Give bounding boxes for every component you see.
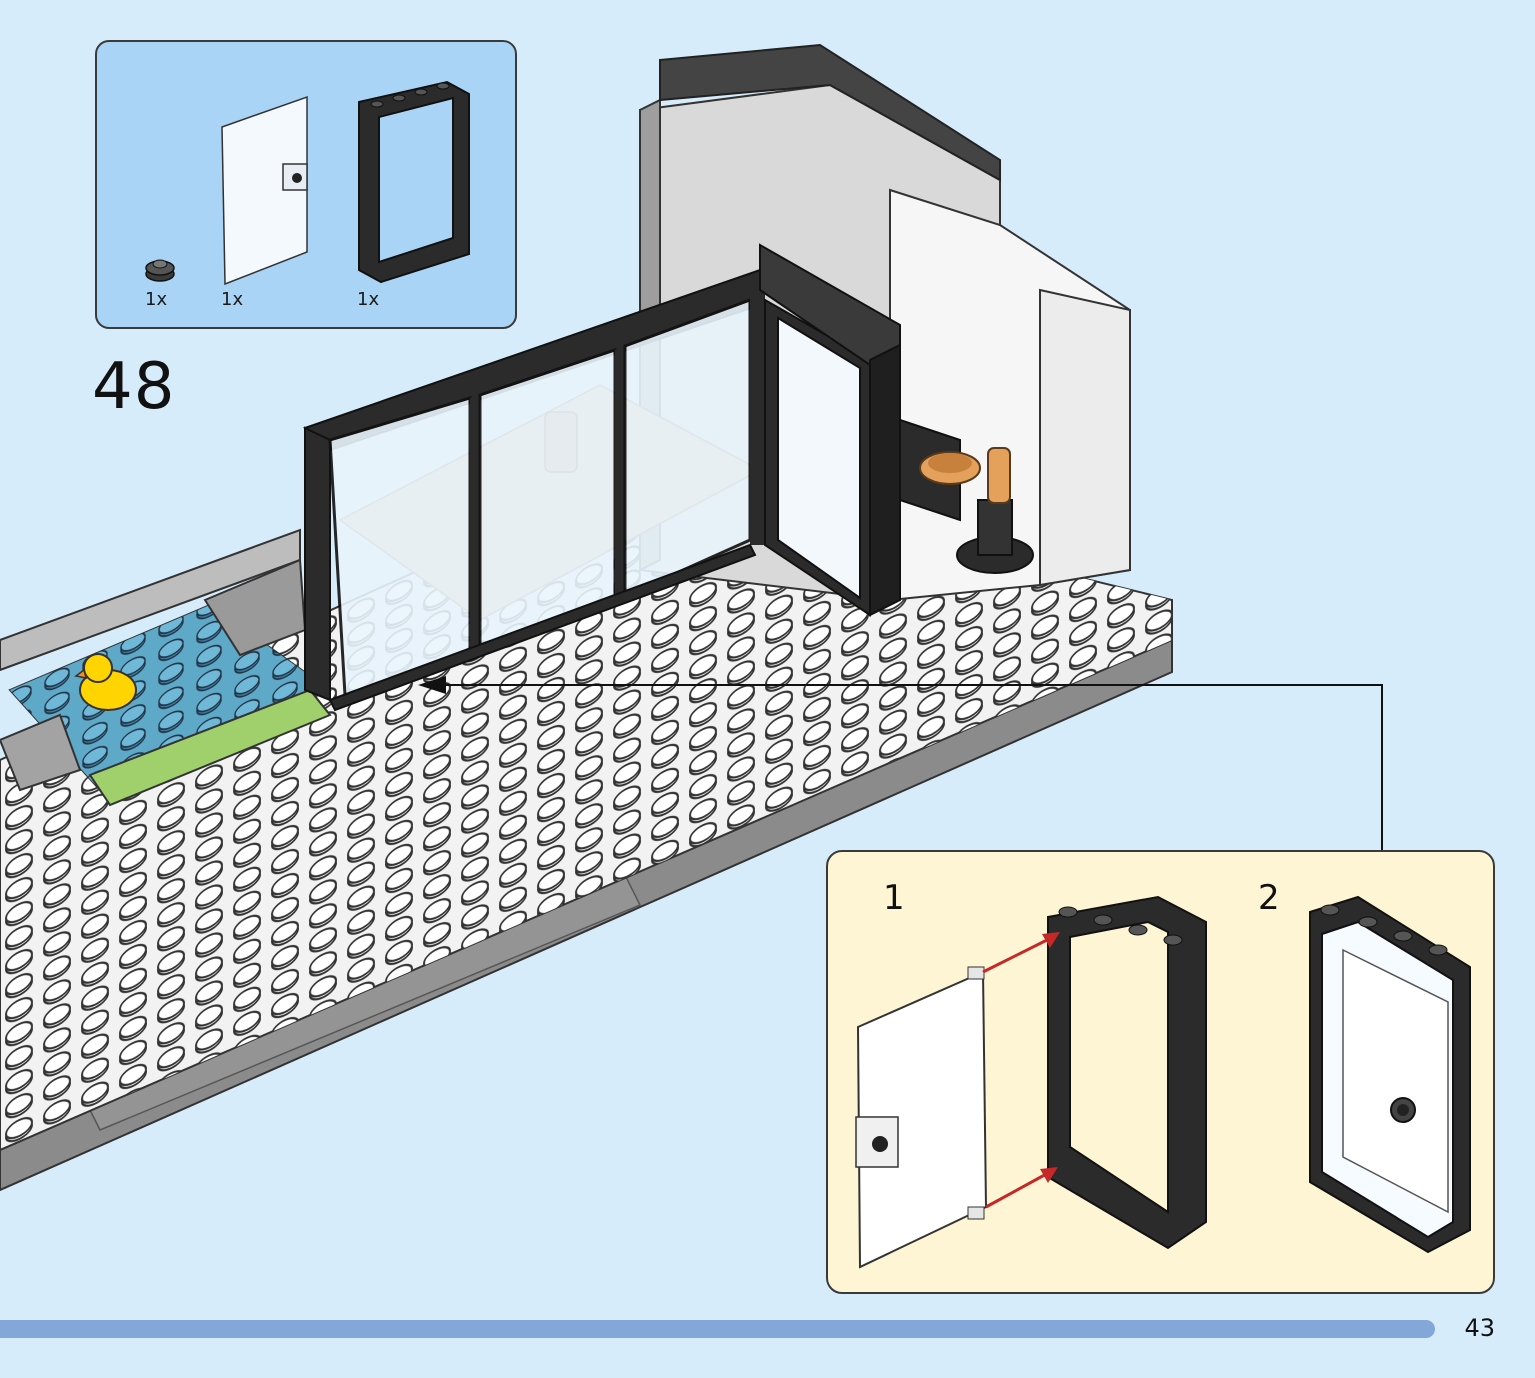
page-footer-bar xyxy=(0,1320,1435,1338)
substep-1-door-icon xyxy=(855,966,988,1269)
page-number: 43 xyxy=(1464,1314,1495,1342)
sink-figure xyxy=(899,418,1034,574)
substep-callout: 1 2 xyxy=(826,850,1495,1294)
part-qty-round-plate: 1x xyxy=(145,289,168,310)
parts-illustration xyxy=(145,80,470,286)
substep-1-number: 1 xyxy=(883,878,905,918)
step-number: 48 xyxy=(92,350,176,424)
part-qty-door: 1x xyxy=(221,289,244,310)
parts-callout: 1x 1x 1x xyxy=(95,40,517,329)
substep-2-number: 2 xyxy=(1258,878,1280,918)
assembly-arrow-icon xyxy=(982,932,1060,1209)
substep-2-door-assembly-icon xyxy=(1309,895,1471,1254)
part-qty-door-frame: 1x xyxy=(357,289,380,310)
substep-illustration xyxy=(855,895,1471,1269)
substep-1-frame-icon xyxy=(1047,895,1207,1250)
door-frame-icon xyxy=(358,80,470,284)
duck-figure xyxy=(74,653,137,711)
door-icon xyxy=(221,95,308,286)
round-plate-icon xyxy=(145,259,175,282)
